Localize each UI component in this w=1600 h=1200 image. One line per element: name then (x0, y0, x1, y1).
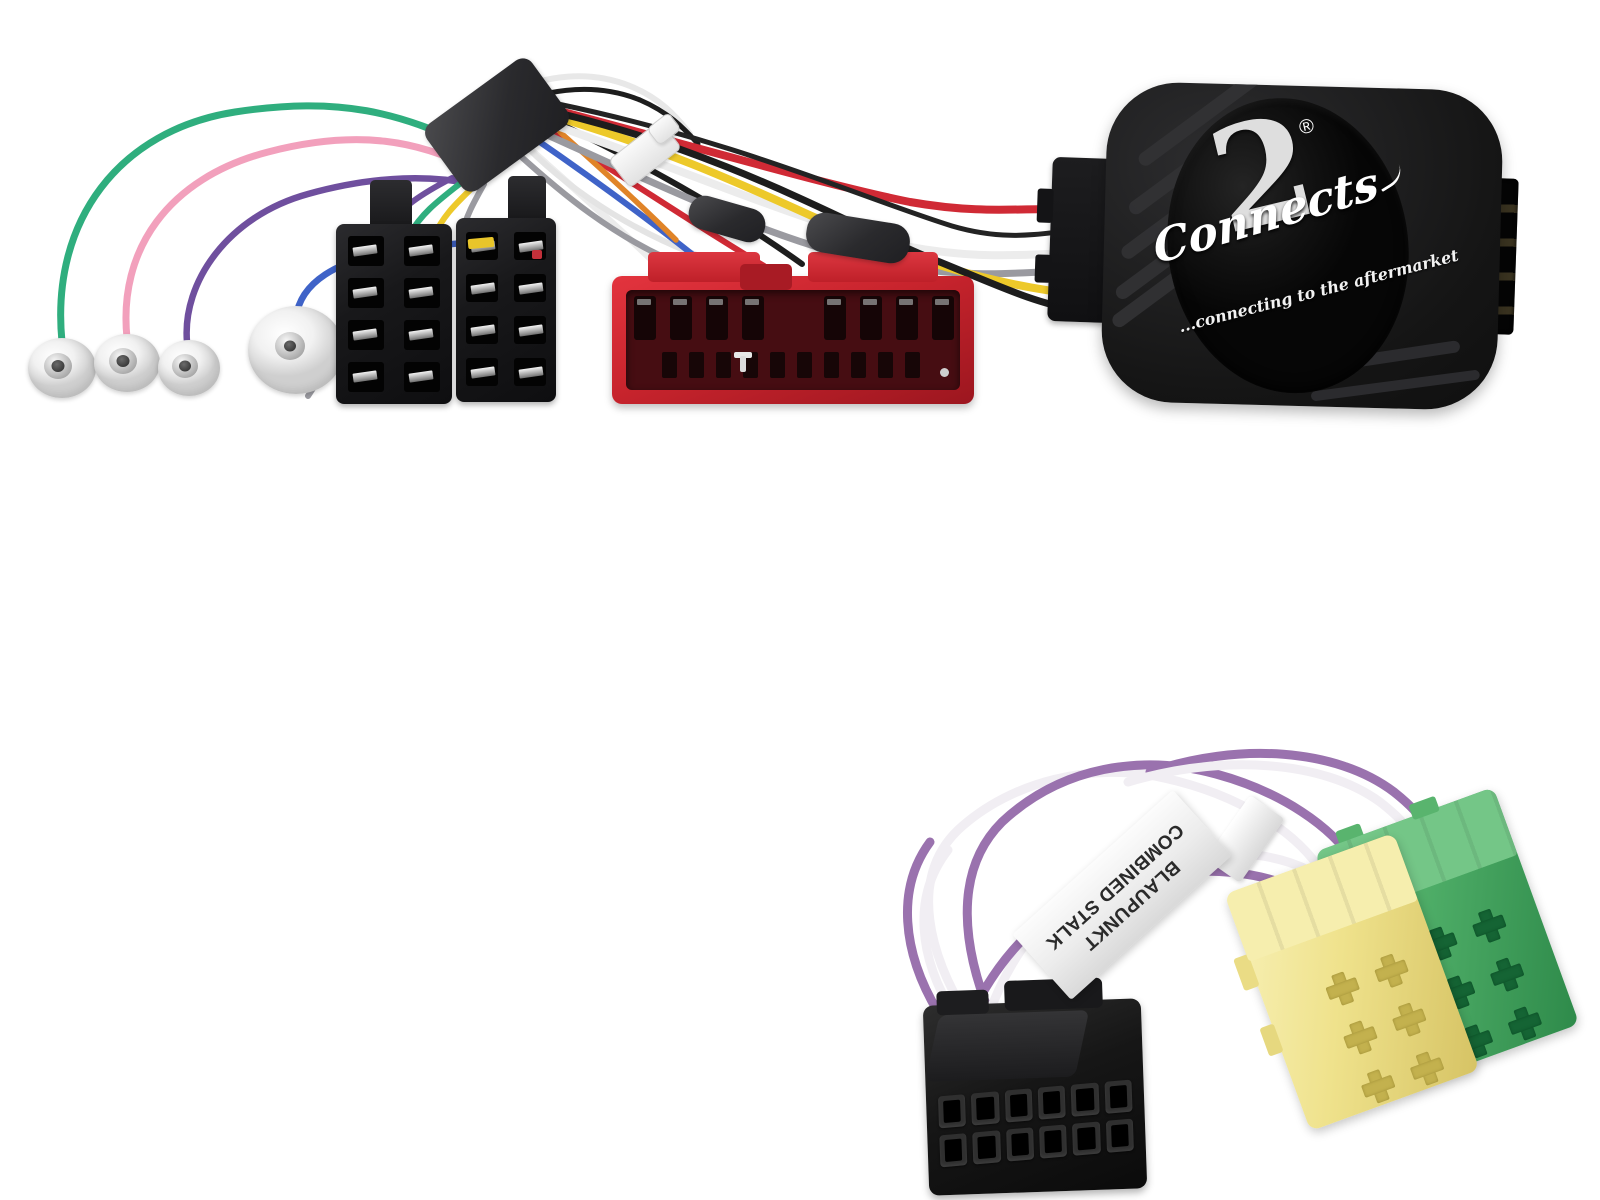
mazda-slot (824, 352, 839, 378)
mini-iso-pin-hole (1462, 899, 1516, 953)
mazda-slot (662, 352, 677, 378)
iso-pin (348, 278, 384, 308)
mazda-slot (670, 296, 692, 340)
molex-socket-grid (937, 1079, 1134, 1168)
mazda-white-glint-2 (740, 356, 746, 372)
molex-socket (972, 1130, 1001, 1165)
iso-left-pin-grid (348, 236, 440, 392)
terminal-hole (284, 340, 297, 352)
connects2-interface-box: 2 ® Connects ...connecting to the afterm… (1099, 80, 1505, 412)
molex-socket (1004, 1088, 1033, 1123)
iso-pin (514, 274, 546, 302)
molex-12pin-connector (922, 998, 1148, 1196)
mazda-slot (896, 296, 918, 340)
iso-pin (466, 358, 498, 386)
mazda-slot (797, 352, 812, 378)
wire-pink (122, 136, 476, 342)
mazda-slot (860, 296, 882, 340)
bullet-terminal-2 (94, 334, 160, 392)
molex-socket (939, 1133, 968, 1168)
mini-iso-pin-hole (1480, 948, 1534, 1002)
molex-socket (1070, 1082, 1100, 1117)
terminal-hole (51, 359, 65, 372)
wire-black-run-thin (555, 101, 1083, 238)
molex-top-face (925, 1010, 1090, 1082)
bullet-terminal-large (248, 306, 344, 394)
wire-green (57, 102, 482, 346)
mazda-slot (716, 352, 731, 378)
iso-right-pin-grid (466, 232, 546, 386)
iso-connector-left (336, 224, 452, 404)
mini-iso-pin-hole (1334, 1011, 1388, 1065)
molex-socket (1039, 1124, 1068, 1159)
mazda-slot (905, 352, 920, 378)
bullet-terminal-3 (158, 340, 220, 396)
iso-pin (404, 320, 440, 350)
mazda-white-dot (940, 368, 949, 377)
terminal-hole (116, 354, 130, 367)
molex-socket (1037, 1085, 1067, 1120)
iso-pin (514, 316, 546, 344)
mazda-slot (824, 296, 846, 340)
connects2-logo: 2 ® Connects ...connecting to the afterm… (1137, 81, 1461, 411)
molex-socket (937, 1094, 967, 1129)
mazda-slot (878, 352, 893, 378)
mini-iso-pin-hole (1316, 962, 1370, 1016)
molex-socket (1105, 1118, 1134, 1153)
iso-pin (466, 274, 498, 302)
iso-pin (404, 278, 440, 308)
terminal-hole (179, 360, 192, 372)
mini-iso-pin-hole (1365, 944, 1419, 998)
iso-pin (348, 236, 384, 266)
mazda-slot (689, 352, 704, 378)
molex-socket (1072, 1121, 1101, 1156)
twisted-purple-1 (962, 760, 1359, 1029)
mazda-slot (932, 296, 954, 340)
iso-pin (348, 362, 384, 392)
iso-red-pin-glint (532, 250, 542, 259)
iso-pin (348, 320, 384, 350)
molex-socket (971, 1091, 1000, 1126)
mazda-slot (706, 296, 728, 340)
iso-pin (404, 362, 440, 392)
iso-pin (514, 358, 546, 386)
iso-pin (404, 236, 440, 266)
wire-blue-cross (531, 135, 705, 265)
mazda-slot (634, 296, 656, 340)
wire-purple (183, 175, 476, 346)
mazda-slot (743, 352, 758, 378)
mazda-pin-cavity (626, 290, 960, 390)
bullet-terminal-1 (28, 338, 96, 398)
mazda-slot (742, 296, 764, 340)
mazda-slot (851, 352, 866, 378)
molex-socket (1005, 1127, 1035, 1162)
twisted-purple-4 (903, 837, 943, 1017)
molex-socket (1104, 1079, 1133, 1114)
mazda-connector (612, 252, 974, 404)
iso-pin (466, 316, 498, 344)
mini-iso-yellow-pin-grid (1316, 944, 1454, 1113)
iso-right-latch (508, 176, 546, 226)
mazda-white-glint (734, 352, 752, 358)
mazda-upper-slot-row (634, 296, 968, 340)
mazda-slot (770, 352, 785, 378)
box-logo-oval: 2 ® Connects ...connecting to the afterm… (1147, 81, 1460, 410)
mini-iso-pin-hole (1382, 993, 1436, 1047)
mazda-lower-slot-row (662, 352, 932, 378)
logo-tagline: ...connecting to the aftermarket (1176, 245, 1461, 337)
mazda-center-key (740, 264, 792, 290)
